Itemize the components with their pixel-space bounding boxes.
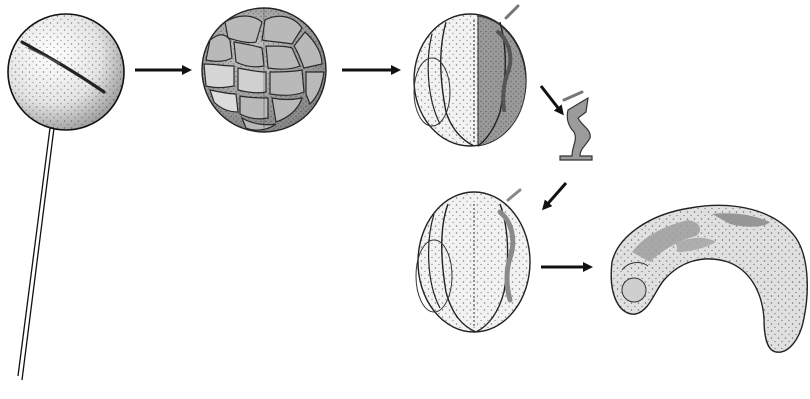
arrow-4 [544, 183, 566, 208]
excised-graft-icon [560, 92, 592, 160]
neurula-host-icon [416, 190, 530, 332]
cleavage-embryo-icon [202, 8, 326, 132]
micropipette-needle [18, 128, 50, 376]
injected-egg-icon [8, 14, 124, 380]
arrow-3 [541, 86, 562, 113]
tailbud-embryo-icon [611, 205, 807, 352]
neurula-donor-icon [414, 6, 526, 146]
